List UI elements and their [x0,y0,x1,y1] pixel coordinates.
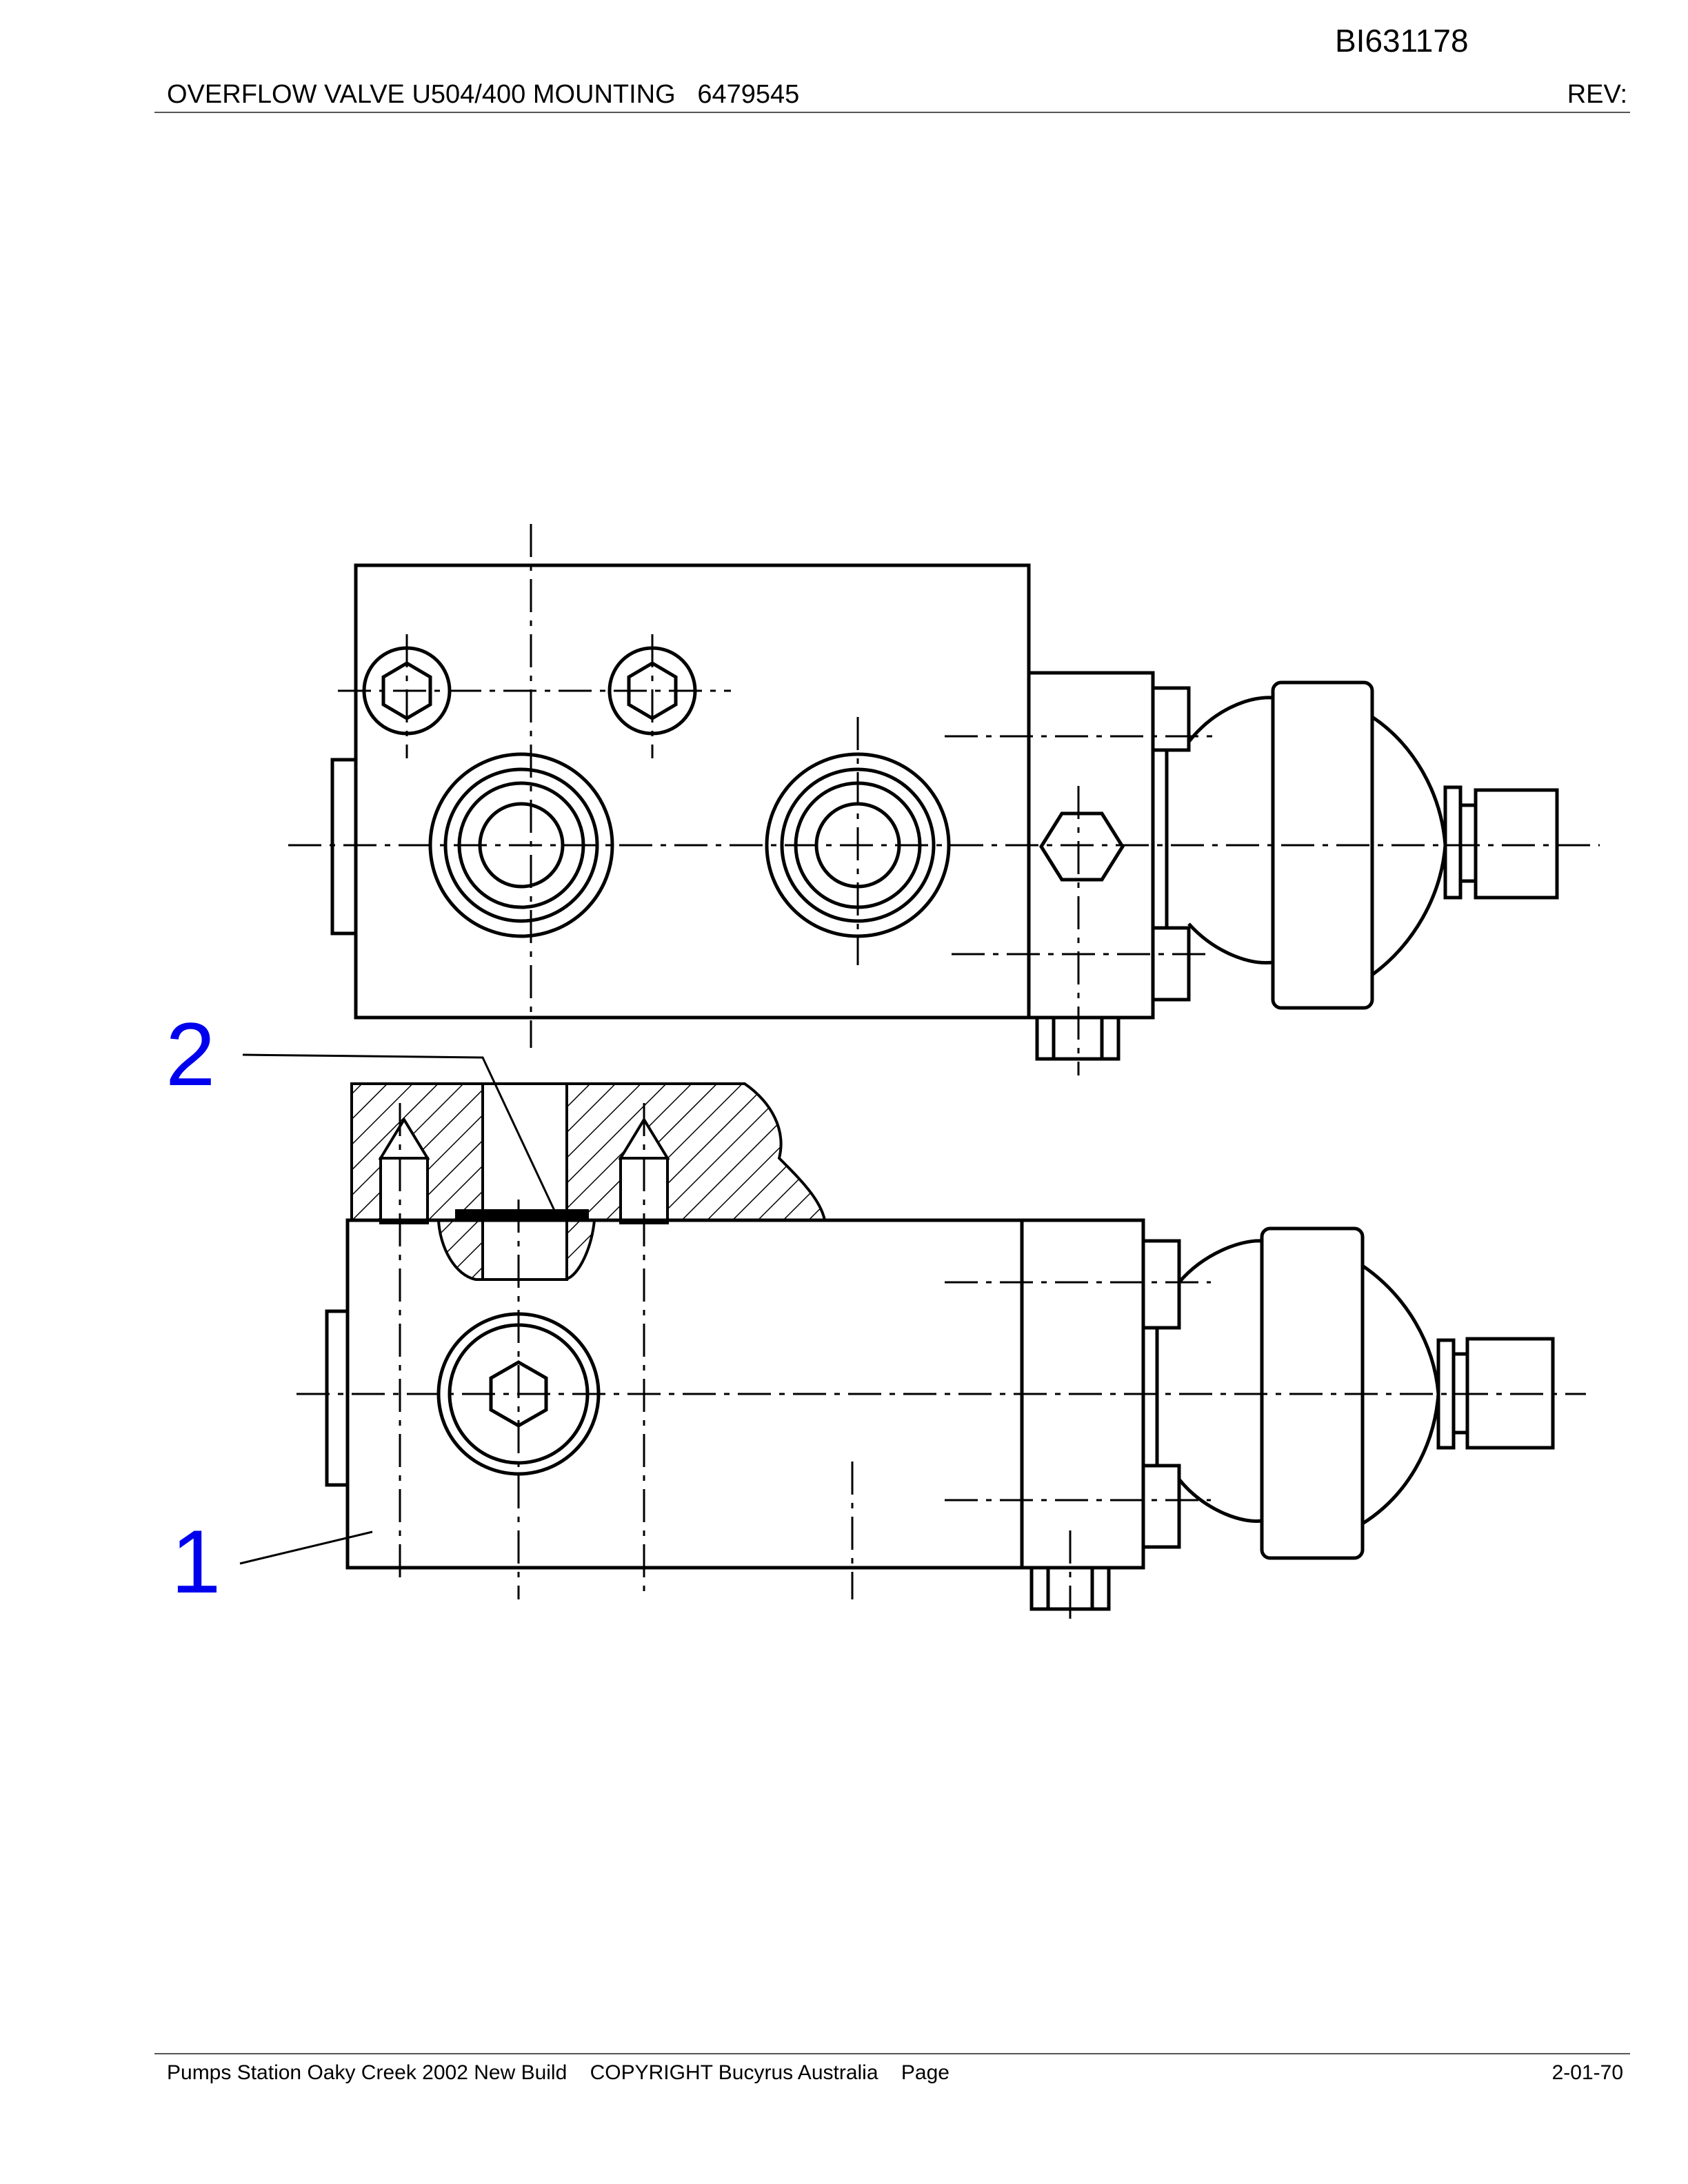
callout-2: 2 [165,1004,216,1104]
revision-label: REV: [1567,80,1627,109]
top-adjuster [1474,788,1559,900]
leader-lines [239,1053,557,1565]
mounting-section [350,1082,827,1281]
footer-text: Pumps Station Oaky Creek 2002 New Build … [167,2061,950,2084]
header-rule [154,112,1630,113]
document-id: BI631178 [1335,23,1469,59]
top-centerlines [288,524,1600,1075]
top-hex-plug [1039,811,1125,882]
footer-rule [154,2053,1630,2054]
top-cap [1271,680,1374,1010]
bottom-left-end-plate [325,1309,350,1487]
top-valve-block [354,563,1031,1020]
top-left-end-plate [330,758,358,936]
callout-1: 1 [171,1511,221,1612]
bottom-centerlines [297,1103,1586,1627]
drawing-title: OVERFLOW VALVE U504/400 MOUNTING 6479545 [167,80,800,109]
leader-2 [242,1053,557,1214]
page-number: 2-01-70 [1551,2061,1623,2084]
leader-1 [239,1530,373,1565]
top-view [330,563,1559,1061]
